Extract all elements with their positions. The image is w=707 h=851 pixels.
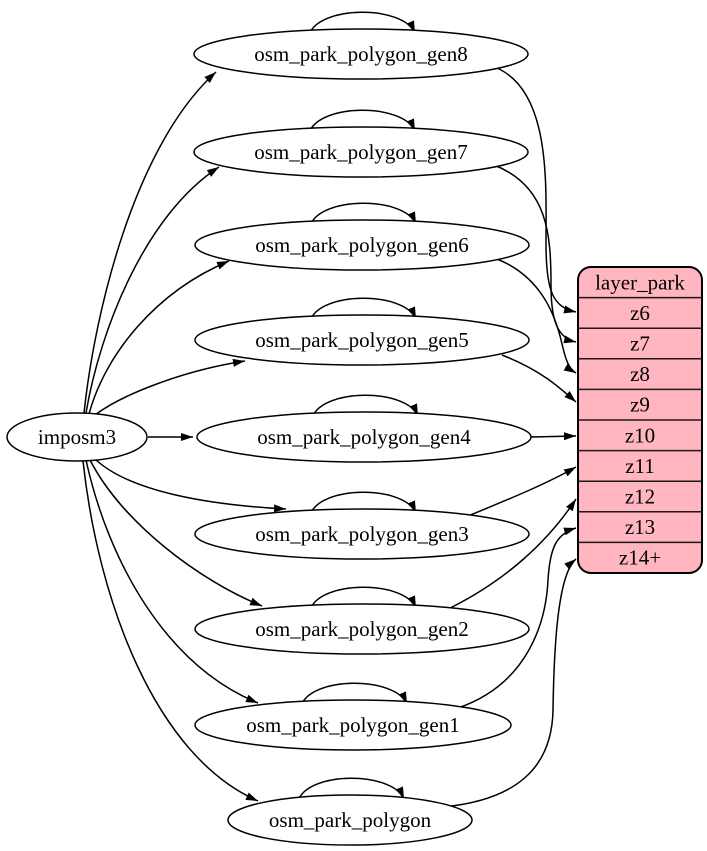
edge-osm-park-polygon-gen2-to-layer-park-z12 [441,498,577,613]
table-row-z8: z8 [630,362,650,386]
edge-osm-park-polygon-gen7-to-osm-park-polygon-gen7 [308,109,416,134]
node-imposm3: imposm3 [6,412,148,462]
node-osm_park_polygon: osm_park_polygon [227,794,473,846]
node-osm_park_polygon_gen3-label: osm_park_polygon_gen3 [255,522,468,546]
node-osm_park_polygon_gen1: osm_park_polygon_gen1 [194,699,512,751]
node-osm_park_polygon_gen7: osm_park_polygon_gen7 [193,126,529,178]
edge-osm-park-polygon-gen5-to-layer-park-z9 [501,354,577,403]
node-osm_park_polygon_gen6-label: osm_park_polygon_gen6 [255,233,468,257]
edge-osm-park-polygon-gen7-to-layer-park-z7 [493,164,577,344]
edge-osm-park-polygon-gen6-to-layer-park-z8 [496,258,577,374]
edge-osm-park-polygon-to-layer-park-z14+ [442,558,577,808]
node-osm_park_polygon_gen2-label: osm_park_polygon_gen2 [255,617,468,641]
edge-osm-park-polygon-to-osm-park-polygon [297,777,405,802]
node-osm_park_polygon_gen3: osm_park_polygon_gen3 [194,508,530,560]
node-osm_park_polygon_gen6-shape [194,219,530,271]
edge-imposm3-to-osm-park-polygon [82,460,259,802]
edge-osm-park-polygon-gen4-to-layer-park-z10 [530,432,577,441]
node-osm_park_polygon_gen3-shape [194,508,530,560]
table-row-z11: z11 [625,454,655,478]
edge-osm-park-polygon-gen1-to-layer-park-z13 [457,527,577,709]
table-row-z7: z7 [630,332,650,356]
node-osm_park_polygon_gen4: osm_park_polygon_gen4 [196,411,532,463]
table-row-z14plus: z14+ [619,546,661,570]
table-title: layer_park [595,270,685,294]
node-imposm3-label: imposm3 [38,425,116,449]
node-osm_park_polygon_gen8-label: osm_park_polygon_gen8 [254,42,467,66]
edge-imposm3-to-osm-park-polygon-gen5 [94,358,246,416]
edge-osm-park-polygon-gen2-to-osm-park-polygon-gen2 [309,586,417,611]
node-osm_park_polygon_gen8: osm_park_polygon_gen8 [193,28,529,80]
node-osm_park_polygon_gen4-shape [196,411,532,463]
table-layer_park: layer_park z6 z7 z8 z9 z10 z11 z12 z13 z14+ [577,266,703,574]
edge-osm-park-polygon-gen8-to-osm-park-polygon-gen8 [308,11,416,36]
node-osm_park_polygon_gen4-label: osm_park_polygon_gen4 [257,425,471,449]
edge-osm-park-polygon-gen5-to-osm-park-polygon-gen5 [309,297,417,322]
node-osm_park_polygon_gen5-label: osm_park_polygon_gen5 [255,328,468,352]
edge-osm-park-polygon-gen3-to-layer-park-z11 [467,466,577,517]
node-osm_park_polygon_gen7-shape [193,126,529,178]
node-osm_park_polygon-label: osm_park_polygon [269,808,432,832]
node-osm_park_polygon_gen5: osm_park_polygon_gen5 [194,314,530,366]
node-osm_park_polygon_gen2: osm_park_polygon_gen2 [194,603,530,655]
edge-imposm3-to-osm-park-polygon-gen6 [88,260,230,415]
edge-osm-park-polygon-gen4-to-osm-park-polygon-gen4 [311,394,419,419]
node-osm_park_polygon_gen8-shape [193,28,529,80]
table-row-z10: z10 [625,423,655,447]
edge-imposm3-to-osm-park-polygon-gen3 [94,458,287,513]
edge-osm-park-polygon-gen3-to-osm-park-polygon-gen3 [309,491,417,516]
table-row-z13: z13 [625,515,655,539]
edges-layer [82,11,577,808]
nodes-layer: imposm3 osm_park_polygon_gen8 osm_park_pol… [6,28,532,846]
edge-imposm3-to-osm-park-polygon-gen1 [85,459,259,704]
edge-imposm3-to-osm-park-polygon-gen2 [89,459,263,607]
table-row-z12: z12 [625,485,655,509]
node-osm_park_polygon_gen5-shape [194,314,530,366]
node-osm_park_polygon_gen6: osm_park_polygon_gen6 [194,219,530,271]
edge-imposm3-to-osm-park-polygon-gen7 [85,166,220,414]
node-osm_park_polygon_gen2-shape [194,603,530,655]
table-row-z6: z6 [630,301,650,325]
edge-osm-park-polygon-gen1-to-osm-park-polygon-gen1 [300,682,408,707]
edge-osm-park-polygon-gen6-to-osm-park-polygon-gen6 [309,202,417,227]
node-osm_park_polygon-shape [227,794,473,846]
edge-imposm3-to-osm-park-polygon-gen8 [83,71,217,414]
node-osm_park_polygon_gen7-label: osm_park_polygon_gen7 [254,140,467,164]
node-osm_park_polygon_gen1-shape [194,699,512,751]
node-imposm3-shape [6,412,148,462]
node-osm_park_polygon_gen1-label: osm_park_polygon_gen1 [246,713,459,737]
table-row-z9: z9 [630,393,650,417]
table-layer: layer_park z6 z7 z8 z9 z10 z11 z12 z13 z14+ [577,266,703,574]
